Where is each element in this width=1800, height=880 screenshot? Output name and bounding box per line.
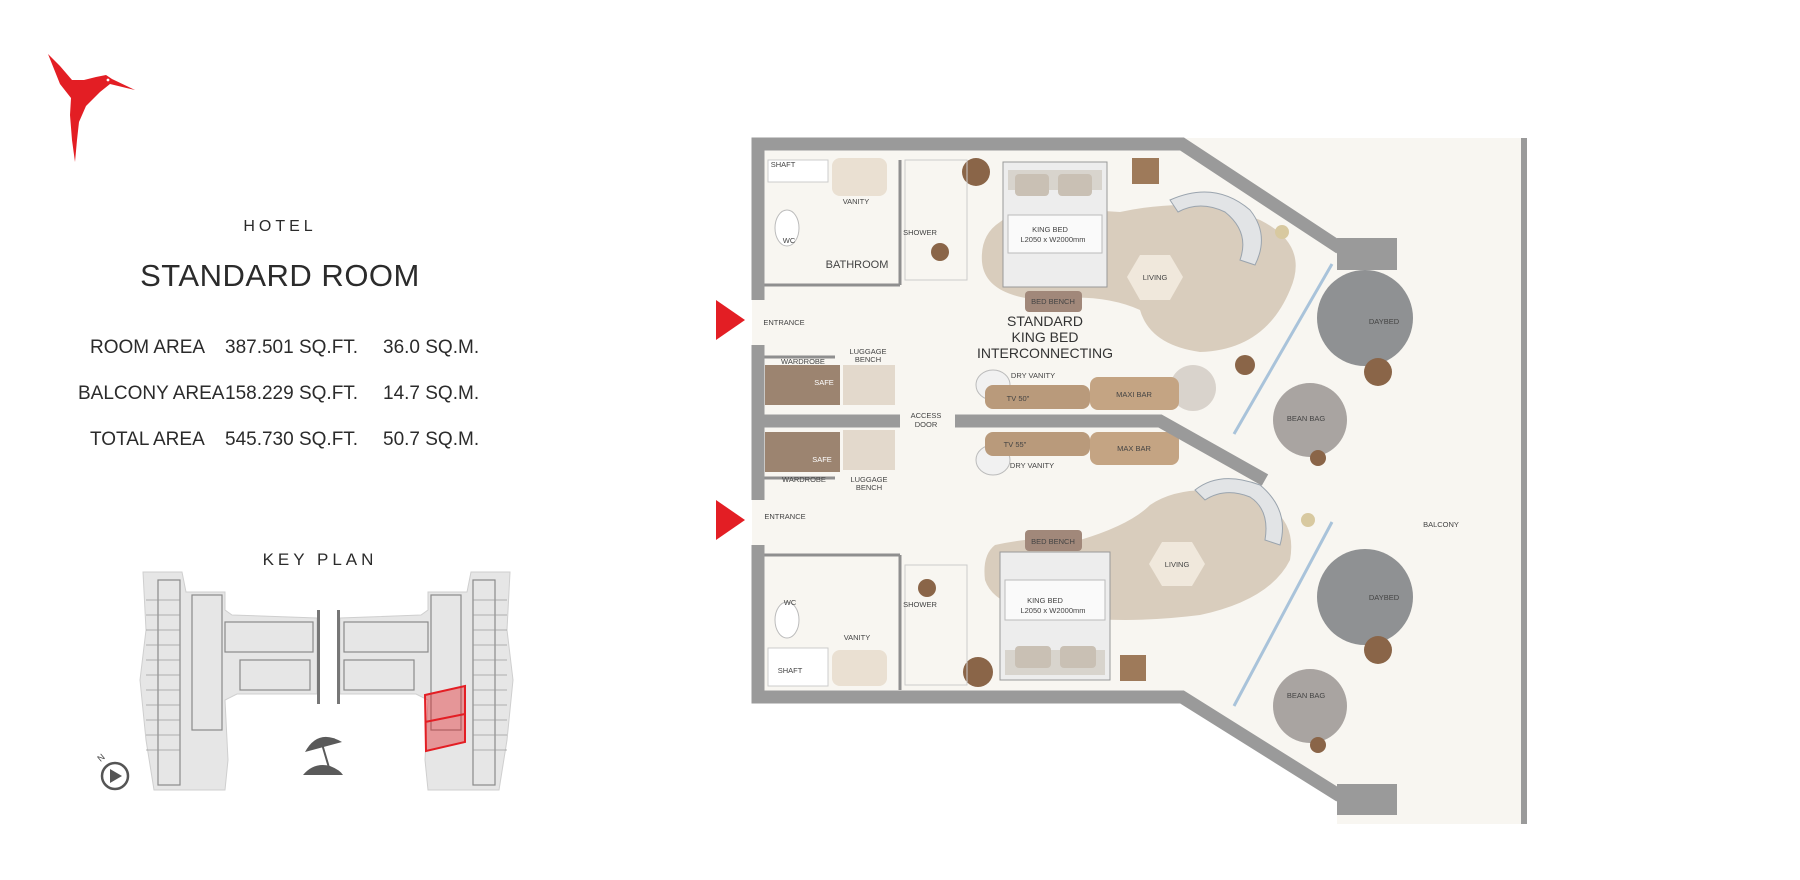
label-tv: TV 55": [1004, 440, 1027, 449]
area-label: BALCONY AREA: [78, 383, 225, 404]
label-safe: SAFE: [812, 455, 832, 464]
svg-text:N: N: [95, 752, 106, 764]
label-shaft: SHAFT: [771, 160, 796, 169]
label-luggage: BENCH: [855, 355, 881, 364]
page-title: STANDARD ROOM: [140, 258, 420, 293]
label-bed-size: L2050 x W2000mm: [1020, 235, 1085, 244]
label-bed: KING BED: [1032, 225, 1068, 234]
label-dry-vanity: DRY VANITY: [1011, 371, 1055, 380]
entrance-arrow-icon: [716, 500, 745, 540]
unit-title-line: STANDARD: [1007, 313, 1083, 329]
label-living: LIVING: [1165, 560, 1190, 569]
label-bean-bag: BEAN BAG: [1287, 414, 1326, 423]
label-safe: SAFE: [814, 378, 834, 387]
label-tv: TV 50": [1007, 394, 1030, 403]
highlighted-units: [423, 684, 466, 753]
area-sqft: 545.730 SQ.FT.: [225, 429, 359, 450]
area-label: ROOM AREA: [90, 337, 206, 358]
label-wc: WC: [784, 598, 797, 607]
label-wardrobe: WARDROBE: [782, 475, 826, 484]
label-dry-vanity: DRY VANITY: [1010, 461, 1054, 470]
label-bean-bag: BEAN BAG: [1287, 691, 1326, 700]
label-bathroom: BATHROOM: [826, 259, 889, 271]
label-daybed: DAYBED: [1369, 593, 1400, 602]
key-plan-title: KEY PLAN: [262, 550, 378, 569]
label-bed: KING BED: [1027, 596, 1063, 605]
label-vanity: VANITY: [844, 633, 871, 642]
label-shower: SHOWER: [903, 600, 937, 609]
label-wc: WC: [783, 236, 796, 245]
area-label: TOTAL AREA: [90, 429, 205, 450]
label-bed-bench: BED BENCH: [1031, 297, 1075, 306]
area-sqm: 50.7 SQ.M.: [383, 429, 480, 450]
label-living: LIVING: [1143, 273, 1168, 282]
category-label: HOTEL: [243, 218, 317, 235]
beach-umbrella-icon: [303, 736, 343, 775]
label-bed-size: L2050 x W2000mm: [1020, 606, 1085, 615]
north-compass-icon: N: [95, 752, 130, 791]
entrance-arrow-icon: [716, 300, 745, 340]
label-vanity: VANITY: [843, 197, 870, 206]
label-shower: SHOWER: [903, 228, 937, 237]
label-wardrobe: WARDROBE: [781, 357, 825, 366]
key-plan: [139, 571, 514, 791]
area-sqft: 387.501 SQ.FT.: [225, 337, 359, 358]
floor-plan: SHAFT VANITY WC SHOWER BATHROOM KING BED…: [716, 137, 1527, 824]
label-balcony: BALCONY: [1423, 520, 1459, 529]
hummingbird-logo: [48, 54, 135, 162]
label-entrance: ENTRANCE: [764, 512, 805, 521]
area-sqm: 36.0 SQ.M.: [383, 337, 480, 358]
label-bar: MAXI BAR: [1116, 390, 1152, 399]
unit-title-line: INTERCONNECTING: [977, 345, 1113, 361]
unit-title-line: KING BED: [1012, 329, 1079, 345]
label-luggage: LUGGAGE: [850, 475, 887, 484]
label-entrance: ENTRANCE: [763, 318, 804, 327]
label-access: ACCESS: [911, 411, 942, 420]
label-daybed: DAYBED: [1369, 317, 1400, 326]
label-luggage: BENCH: [856, 483, 882, 492]
area-sqm: 14.7 SQ.M.: [383, 383, 480, 404]
label-bar: MAX BAR: [1117, 444, 1151, 453]
label-access: DOOR: [915, 420, 938, 429]
label-bed-bench: BED BENCH: [1031, 537, 1075, 546]
area-sqft: 158.229 SQ.FT.: [225, 383, 359, 404]
label-shaft: SHAFT: [778, 666, 803, 675]
label-luggage: LUGGAGE: [849, 347, 886, 356]
